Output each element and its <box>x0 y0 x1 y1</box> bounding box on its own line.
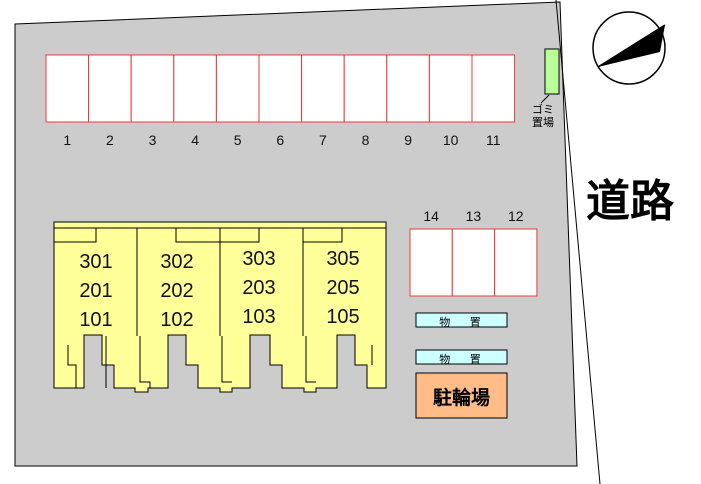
unit-detail-1 <box>67 345 77 388</box>
parking-space-11 <box>471 54 516 123</box>
unit-number-102: 102 <box>160 309 194 331</box>
parking-space-13 <box>451 228 496 297</box>
parking-space-3 <box>130 54 175 123</box>
unit-number-105: 105 <box>326 306 360 328</box>
garbage-label: ゴミ 置場 <box>528 103 558 129</box>
unit-number-103: 103 <box>242 306 276 328</box>
parking-number-14: 14 <box>423 208 439 224</box>
parking-number-2: 2 <box>105 132 114 148</box>
parking-number-6: 6 <box>276 132 285 148</box>
parking-number-10: 10 <box>442 132 459 148</box>
parking-number-12: 12 <box>507 208 524 224</box>
garbage-label-line2: 置場 <box>532 116 554 129</box>
garbage-leader-line <box>540 94 550 104</box>
storage-shed-1 <box>415 312 508 328</box>
parking-number-3: 3 <box>148 132 157 148</box>
unit-notch-1 <box>53 227 138 243</box>
unit-label-303: 303 203 103 <box>229 245 289 332</box>
parking-right-group <box>409 228 538 297</box>
parking-number-7: 7 <box>318 132 327 148</box>
unit-number-201: 201 <box>79 280 113 302</box>
unit-number-202: 202 <box>160 280 194 302</box>
road-boundary-line <box>555 0 601 484</box>
bike-parking-area <box>415 372 508 419</box>
unit-number-101: 101 <box>79 309 113 331</box>
parking-number-5: 5 <box>233 132 242 148</box>
unit-label-302: 302 202 102 <box>147 248 207 335</box>
parking-space-14 <box>409 228 453 297</box>
compass-north-arrow-icon <box>592 11 666 85</box>
unit-number-303: 303 <box>242 248 276 270</box>
unit-number-203: 203 <box>242 277 276 299</box>
unit-number-205: 205 <box>326 277 360 299</box>
parking-number-8: 8 <box>361 132 370 148</box>
parking-number-4: 4 <box>191 132 199 148</box>
unit-detail-3 <box>139 336 151 388</box>
parking-number-1: 1 <box>63 132 72 148</box>
garbage-label-line1: ゴミ <box>532 103 554 116</box>
garbage-area <box>544 48 560 95</box>
storage-label-1: 物 置 <box>439 316 489 329</box>
building <box>53 221 387 393</box>
bike-parking-label: 駐輪場 <box>432 387 490 409</box>
parking-space-9 <box>386 54 430 123</box>
storage-label-2: 物 置 <box>439 353 489 366</box>
unit-number-301: 301 <box>79 251 113 273</box>
parking-top-group <box>45 54 516 123</box>
parking-number-11: 11 <box>486 132 501 148</box>
unit-number-305: 305 <box>326 248 360 270</box>
parking-space-4 <box>173 54 217 123</box>
parking-number-13: 13 <box>465 208 482 224</box>
parking-space-10 <box>428 54 473 123</box>
unit-label-305: 305 205 105 <box>313 245 373 332</box>
parking-space-6 <box>258 54 303 123</box>
parking-space-1 <box>45 54 90 123</box>
parking-space-12 <box>494 228 538 297</box>
unit-number-302: 302 <box>160 251 194 273</box>
parking-space-5 <box>215 54 260 123</box>
parking-space-7 <box>301 54 345 123</box>
road-label: 道路 <box>586 176 674 227</box>
unit-label-301: 301 201 101 <box>66 248 126 335</box>
storage-shed-2 <box>415 349 508 365</box>
parking-number-9: 9 <box>404 132 412 148</box>
parking-space-2 <box>88 54 132 123</box>
unit-detail-4 <box>221 336 232 383</box>
parking-space-8 <box>343 54 388 123</box>
unit-detail-5 <box>305 336 316 383</box>
